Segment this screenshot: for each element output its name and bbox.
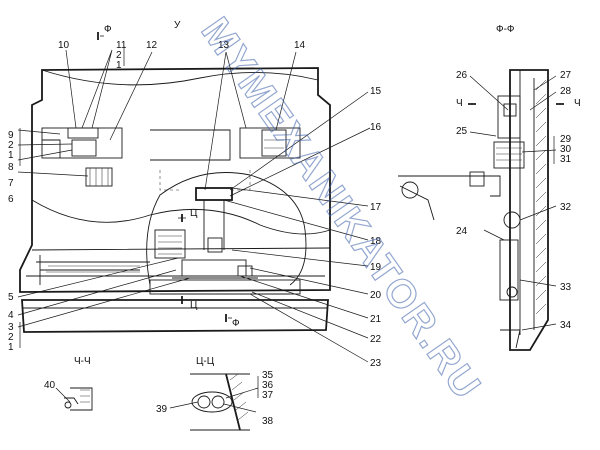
section-tsts — [169, 373, 259, 431]
callout-34: 34 — [560, 320, 572, 331]
callout-11: 11 — [116, 40, 127, 51]
callout-27: 27 — [560, 70, 572, 81]
callout-30: 30 — [560, 144, 572, 155]
callout-31: 31 — [560, 154, 572, 165]
pedal-cutout — [146, 172, 307, 286]
label-phi-top: Ф — [104, 24, 112, 35]
callout-2c: 2 — [8, 332, 14, 343]
callout-1c: 1 — [8, 342, 14, 353]
callout-25: 25 — [456, 126, 468, 137]
callout-10: 10 — [58, 40, 70, 51]
callout-5: 5 — [8, 292, 14, 303]
callout-3: 3 — [8, 322, 14, 333]
callout-36: 36 — [262, 380, 274, 391]
callout-29: 29 — [560, 134, 572, 145]
label-ff-title: Ф-Ф — [496, 24, 515, 35]
callout-40: 40 — [44, 380, 56, 391]
label-ts-upper: Ц — [190, 208, 198, 219]
label-tsts-title: Ц-Ц — [196, 356, 215, 367]
watermark: MYMEXANIKATOR.RU — [193, 10, 490, 408]
callout-2: 2 — [8, 140, 14, 151]
callout-28: 28 — [560, 86, 572, 97]
callout-37: 37 — [262, 390, 274, 401]
callout-13: 13 — [218, 40, 230, 51]
callout-18: 18 — [370, 236, 382, 247]
callout-24: 24 — [456, 226, 468, 237]
callout-39: 39 — [156, 404, 168, 415]
cab-floor-outline — [19, 67, 331, 293]
callout-8: 8 — [8, 162, 14, 173]
main-leaders — [17, 46, 371, 363]
callout-numbers: 9 2 1 8 7 6 10 11 2 1 12 13 14 15 16 17 … — [8, 40, 572, 427]
callout-12: 12 — [146, 40, 158, 51]
wall-hatch — [535, 79, 547, 315]
callout-1: 1 — [8, 150, 14, 161]
section-chch — [55, 387, 93, 411]
callout-38: 38 — [262, 416, 274, 427]
label-ts-lower: Ц — [190, 300, 198, 311]
section-ff — [398, 69, 564, 351]
label-view-u: У — [174, 20, 181, 31]
callout-23: 23 — [370, 358, 382, 369]
callout-19: 19 — [370, 262, 382, 273]
callout-9: 9 — [8, 130, 14, 141]
callout-33: 33 — [560, 282, 572, 293]
ff-leaders — [469, 75, 557, 331]
callout-4: 4 — [8, 310, 14, 321]
label-ch-right: Ч — [574, 98, 581, 109]
callout-6: 6 — [8, 194, 14, 205]
callout-1b: 1 — [116, 60, 122, 71]
label-chch-title: Ч-Ч — [74, 356, 91, 367]
callout-20: 20 — [370, 290, 382, 301]
callout-21: 21 — [370, 314, 382, 325]
side-wall — [509, 69, 549, 351]
callout-16: 16 — [370, 122, 382, 133]
floor-strip — [21, 299, 329, 333]
label-phi-bottom: Ф — [232, 318, 240, 329]
callout-35: 35 — [262, 370, 274, 381]
callout-7: 7 — [8, 178, 14, 189]
callout-15: 15 — [370, 86, 382, 97]
label-ch-left: Ч — [456, 98, 463, 109]
view-labels: Ф У Ц Ц Ф Ф-Ф Ч Ч Ч-Ч Ц-Ц — [74, 20, 581, 367]
callout-26: 26 — [456, 70, 468, 81]
callout-22: 22 — [370, 334, 382, 345]
callout-17: 17 — [370, 202, 382, 213]
callout-14: 14 — [294, 40, 306, 51]
callout-32: 32 — [560, 202, 572, 213]
callout-2b: 2 — [116, 50, 122, 61]
main-view — [17, 32, 371, 363]
